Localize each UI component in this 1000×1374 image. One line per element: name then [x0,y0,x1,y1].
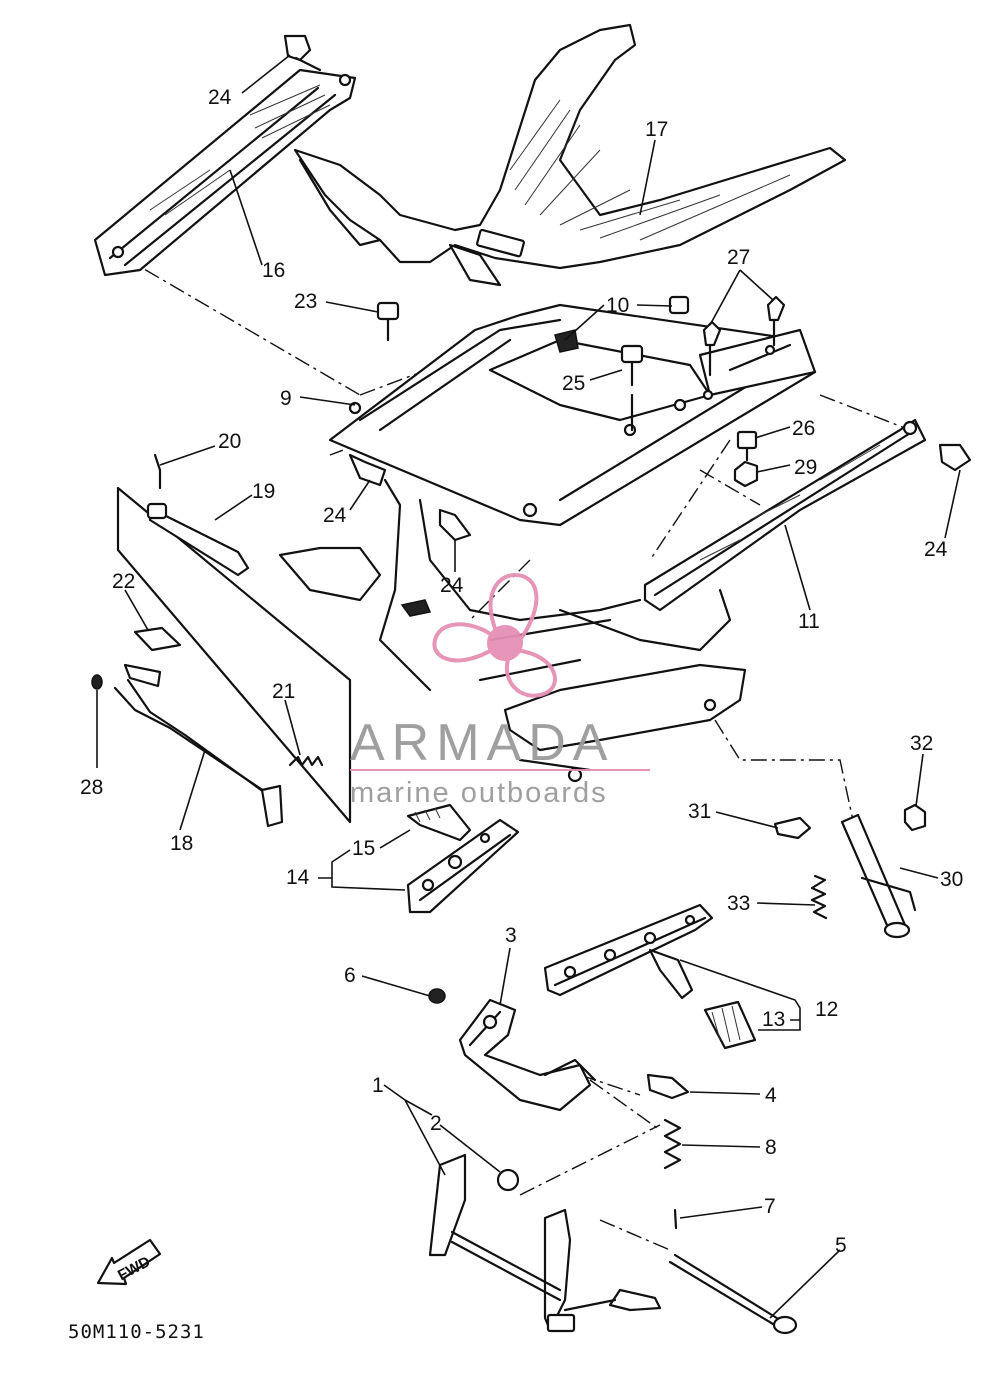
callout-5: 5 [835,1234,847,1257]
diagram-code: 50M110-5231 [68,1321,205,1343]
stopper-2 [496,1168,520,1192]
nut-32 [903,803,927,832]
callout-14: 14 [286,866,310,889]
bolt-24-top [283,34,322,72]
propeller-logo [432,572,557,698]
callout-8: 8 [765,1136,777,1159]
watermark-brand: ARMADA [350,714,614,772]
shaft-5 [668,1253,798,1335]
spring-8 [663,1118,682,1170]
pedal-18 [113,663,284,828]
callout-31: 31 [688,800,711,823]
callout-10: 10 [606,294,629,317]
callout-21: 21 [272,680,295,703]
callout-27: 27 [727,246,750,269]
nut-29 [733,460,759,488]
watermark-tagline: marine outboards [350,777,608,809]
callout-7: 7 [764,1195,776,1218]
floor-frame [328,303,817,527]
callout-17: 17 [645,118,668,141]
callout-13: 13 [762,1008,785,1031]
bolt-4 [646,1073,690,1100]
rubber-13 [703,1000,757,1050]
main-stand-1 [428,1153,662,1333]
leader-lines [96,54,961,1319]
bolt-26 [736,430,758,462]
washer-6 [428,988,446,1004]
pad-22 [133,626,182,652]
washer-28 [91,674,103,690]
callout-24-top: 24 [208,86,232,109]
callout-16: 16 [262,259,285,282]
rail-right-11 [643,418,927,612]
callout-29: 29 [794,456,817,479]
callout-4: 4 [765,1084,777,1107]
pedal-backing-panel [116,486,352,824]
bolt-31 [773,816,812,840]
spring-33 [810,874,828,920]
callout-20: 20 [218,430,241,453]
callout-15: 15 [352,837,375,860]
callout-12: 12 [815,998,838,1021]
callout-33: 33 [727,892,750,915]
callout-24-mid: 24 [323,504,347,527]
callout-32: 32 [910,732,933,755]
bolt-23 [376,301,400,342]
callout-24-right: 24 [924,538,948,561]
callout-19: 19 [252,480,275,503]
callout-11: 11 [798,610,820,633]
callout-23: 23 [294,290,317,313]
callout-22: 22 [112,570,135,593]
pin-7 [673,1208,678,1230]
footrest-12 [543,903,714,1000]
rail-left-16 [93,68,357,277]
callout-18: 18 [170,832,193,855]
callout-labels: 1 2 3 4 5 6 7 8 9 10 11 12 13 14 15 16 1… [80,86,963,1257]
bolt-24-right [938,443,972,472]
footrest-14 [406,818,520,914]
bolt-24-mid [348,453,387,487]
fwd-arrow: FWD [96,1238,162,1286]
callout-30: 30 [940,868,963,891]
callout-2: 2 [430,1112,442,1135]
bolt-25 [620,344,644,432]
callout-1: 1 [372,1074,384,1097]
callout-9: 9 [280,387,292,410]
bracket-3 [458,998,597,1112]
callout-24-center: 24 [440,574,464,597]
callout-3: 3 [505,924,517,947]
clip-20 [153,453,162,490]
callout-6: 6 [344,964,356,987]
rubber-15 [406,803,472,842]
sidestand-30 [840,813,917,939]
grommet-10 [554,295,690,353]
rod-19 [146,502,250,577]
body-cover-17 [293,23,847,287]
callout-28: 28 [80,776,103,799]
watermark: ARMADA marine outboards [350,572,650,809]
callout-25: 25 [562,372,585,395]
center-frame [278,478,747,783]
spring-21 [288,755,324,767]
bolt-24-center [438,508,472,542]
callout-26: 26 [792,417,815,440]
